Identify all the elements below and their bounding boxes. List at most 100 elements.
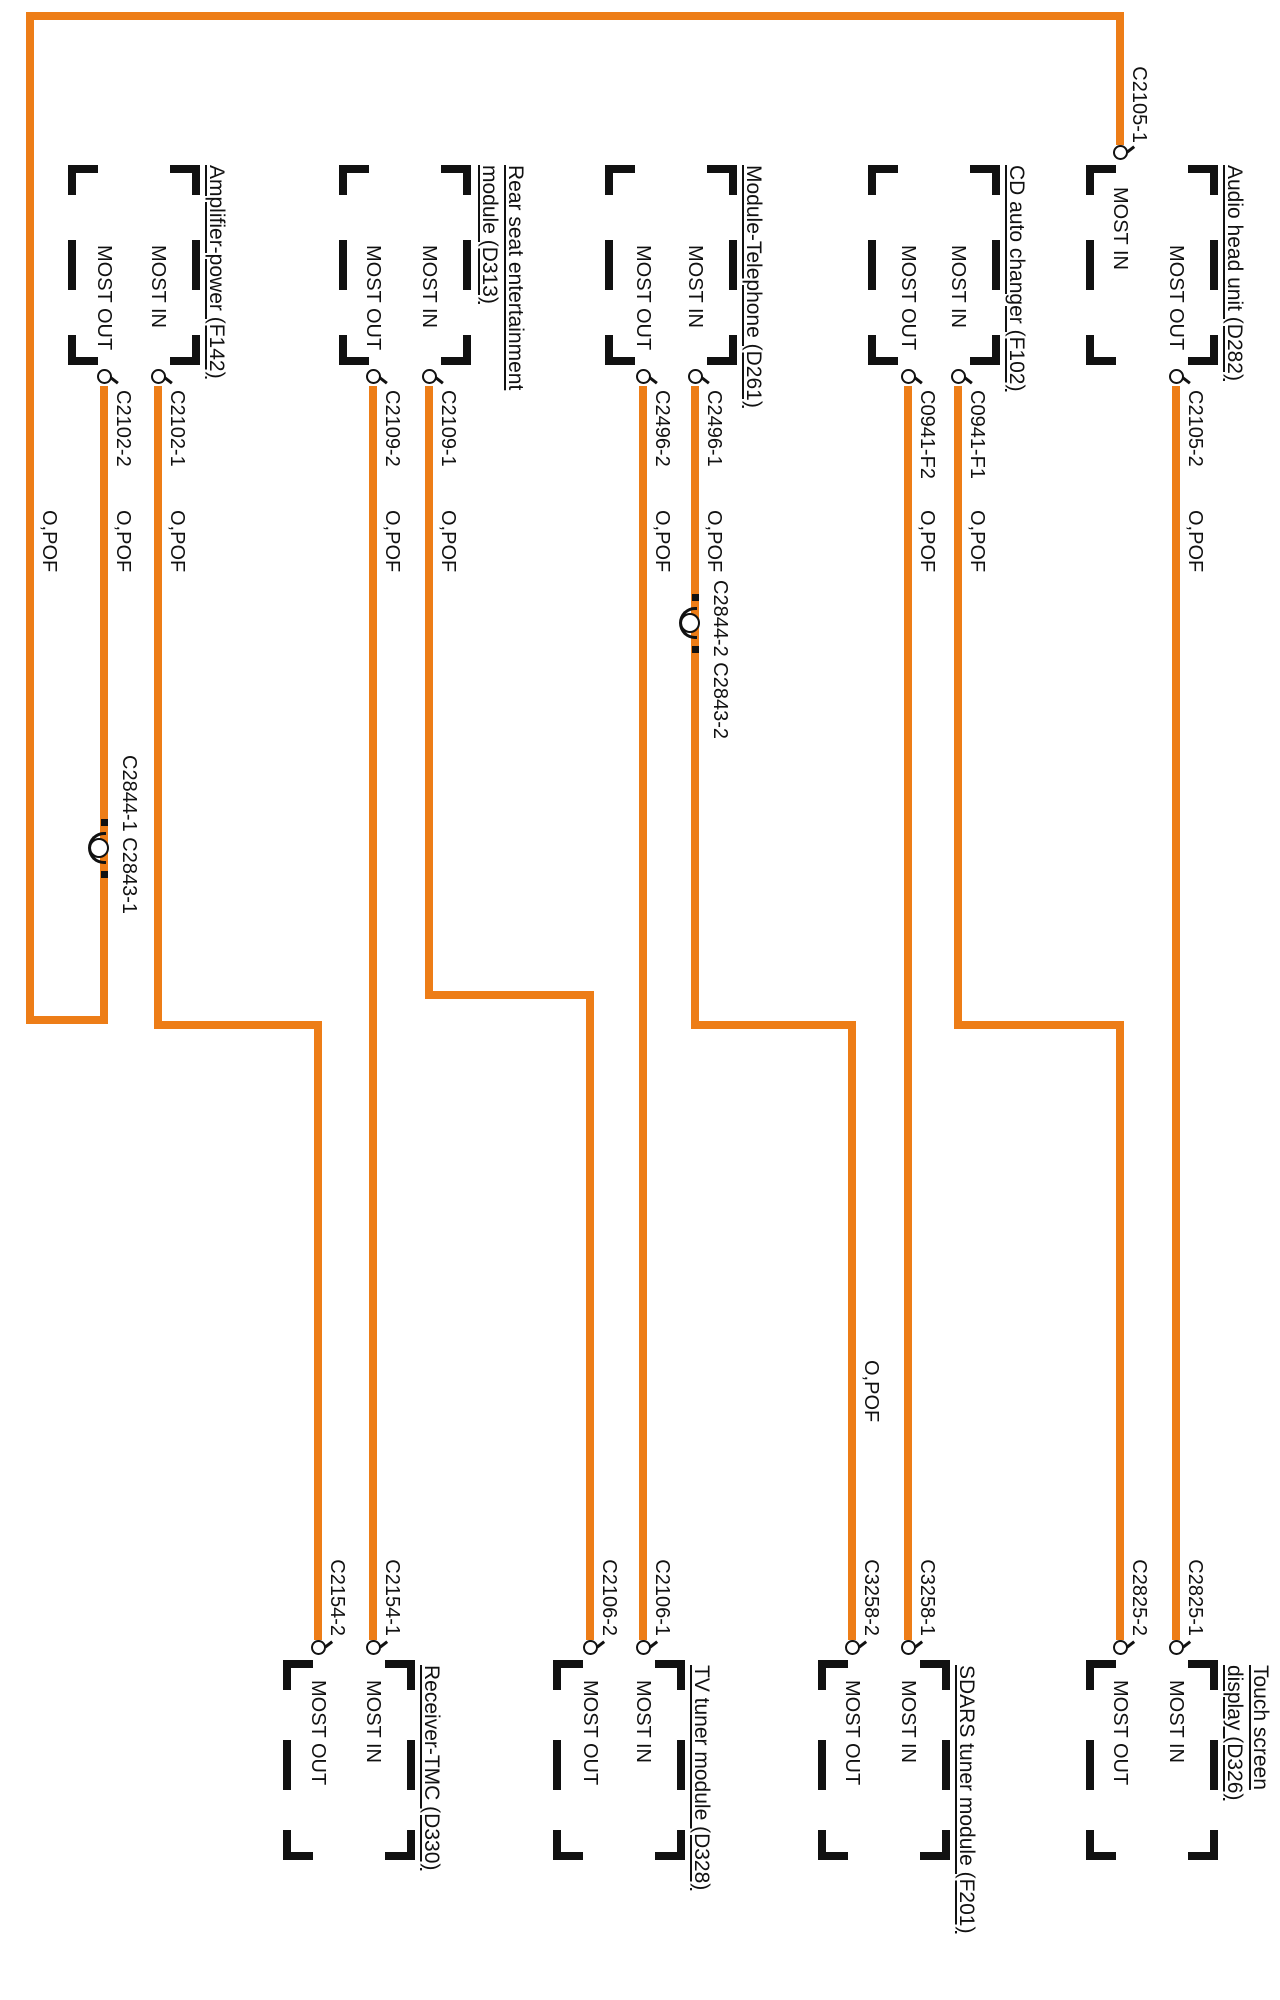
connector-circle-c2154-1 [366, 1640, 381, 1655]
inline-connector-arc [88, 832, 106, 864]
fiber-wire-ts-out-jog [954, 1021, 1124, 1029]
wire-label-opof: O,POF [166, 510, 188, 573]
box-edge-dash [942, 1740, 950, 1790]
port-label-tel-most-out: MOST OUT [632, 245, 654, 351]
connector-label-c2825-1: C2825-1 [1184, 1559, 1206, 1636]
connector-circle-c2825-2 [1113, 1640, 1128, 1655]
connector-circle-c2109-2 [366, 369, 381, 384]
box-edge-dash [283, 1740, 291, 1790]
fiber-wire-ring-jog-down [26, 1016, 108, 1024]
connector-label-c2154-1: C2154-1 [381, 1559, 403, 1636]
fiber-wire-amp-out-seg [100, 386, 108, 1024]
port-label-ts-most-out: MOST OUT [1109, 1680, 1131, 1786]
connector-circle-c2106-1 [636, 1640, 651, 1655]
box-corner [868, 165, 898, 195]
wire-label-opof: O,POF [916, 510, 938, 573]
box-corner [385, 1660, 415, 1690]
box-corner [170, 165, 200, 195]
port-label-ahu-most-out: MOST OUT [1165, 245, 1187, 351]
connector-circle-c2109-1 [422, 369, 437, 384]
connector-label-c2102-2: C2102-2 [112, 390, 134, 467]
inline-connector-pin [101, 819, 108, 826]
box-corner [655, 1830, 685, 1860]
connector-circle-c2102-2 [97, 369, 112, 384]
module-name-touch-screen-line1: Touch screen [1249, 1665, 1272, 1790]
fiber-wire-sdars-out-jog [691, 1021, 856, 1029]
module-name-sdars-tuner: SDARS tuner module (F201) [955, 1665, 978, 1934]
module-name-module-telephone: Module-Telephone (D261) [742, 165, 765, 408]
box-corner [283, 1830, 313, 1860]
connector-circle-c2105-2 [1169, 369, 1184, 384]
box-corner [68, 165, 98, 195]
fiber-wire-tel-in-seg [691, 386, 699, 1029]
port-label-sdars-most-out: MOST OUT [841, 1680, 863, 1786]
module-name-audio-head-unit: Audio head unit (D282) [1223, 165, 1246, 381]
box-edge-dash [605, 240, 613, 290]
wire-label-opof: O,POF [1184, 510, 1206, 573]
port-label-amp-most-in: MOST IN [147, 245, 169, 328]
fiber-wire-ring-left [26, 12, 1124, 20]
port-label-cd-most-out: MOST OUT [897, 245, 919, 351]
box-corner [553, 1830, 583, 1860]
box-corner [170, 335, 200, 365]
fiber-wire-tel-out-to-tv-in [639, 386, 647, 1640]
port-label-sdars-most-in: MOST IN [897, 1680, 919, 1763]
connector-circle-c2102-1 [151, 369, 166, 384]
box-edge-dash [1210, 1740, 1218, 1790]
fiber-wire-ts-out-seg [1116, 1025, 1124, 1640]
fiber-wire-rcv-out-jog [154, 1021, 322, 1029]
connector-label-c2496-2: C2496-2 [651, 390, 673, 467]
connector-circle-c3258-1 [901, 1640, 916, 1655]
fiber-wire-cd-in-seg [954, 386, 962, 1029]
box-edge-dash [68, 240, 76, 290]
box-corner [707, 335, 737, 365]
connector-circle-c2496-1 [688, 369, 703, 384]
box-corner [655, 1660, 685, 1690]
connector-circle-c2105-1 [1113, 145, 1128, 160]
port-label-tv-most-in: MOST IN [632, 1680, 654, 1763]
connector-label-c2496-1: C2496-1 [703, 390, 725, 467]
box-corner [1086, 1830, 1116, 1860]
inline-connector-label: C2844-2 C2843-2 [709, 580, 731, 739]
connector-label-c2109-2: C2109-2 [381, 390, 403, 467]
port-label-tel-most-in: MOST IN [684, 245, 706, 328]
wire-label-opof: O,POF [651, 510, 673, 573]
fiber-wire-cd-out-to-sdars-in [904, 386, 912, 1640]
box-edge-dash [553, 1740, 561, 1790]
box-corner [1188, 165, 1218, 195]
box-corner [441, 165, 471, 195]
connector-label-c2154-2: C2154-2 [326, 1559, 348, 1636]
box-corner [868, 335, 898, 365]
connector-circle-c2106-2 [583, 1640, 598, 1655]
fiber-wire-sdars-out-seg [848, 1025, 856, 1640]
module-name-tv-tuner: TV tuner module (D328) [690, 1665, 713, 1891]
box-edge-dash [818, 1740, 826, 1790]
module-name-rear-seat-line2: module (D313) [478, 165, 501, 304]
module-name-receiver-tmc: Receiver-TMC (D330) [420, 1665, 443, 1871]
box-corner [605, 165, 635, 195]
connector-label-c2109-1: C2109-1 [437, 390, 459, 467]
inline-connector-pin [692, 646, 699, 653]
connector-label-c2105-2: C2105-2 [1184, 390, 1206, 467]
fiber-wire-tv-out-seg [586, 995, 594, 1640]
box-corner [818, 1830, 848, 1860]
connector-label-c2825-2: C2825-2 [1128, 1559, 1150, 1636]
box-edge-dash [407, 1740, 415, 1790]
fiber-wire-rse-in-seg [425, 386, 433, 999]
module-name-touch-screen-line2: display (D326) [1223, 1665, 1246, 1801]
fiber-wire-tv-out-jog [425, 991, 594, 999]
box-corner [970, 335, 1000, 365]
wire-label-opof: O,POF [860, 1360, 882, 1423]
connector-circle-c3258-2 [845, 1640, 860, 1655]
box-corner [1086, 335, 1116, 365]
inline-connector-pin [101, 871, 108, 878]
wire-label-opof: O,POF [703, 510, 725, 573]
box-corner [339, 165, 369, 195]
fiber-wire-ring-to-ahu-in [1116, 12, 1124, 145]
port-label-tv-most-out: MOST OUT [579, 1680, 601, 1786]
box-edge-dash [677, 1740, 685, 1790]
inline-connector-label: C2844-1 C2843-1 [118, 755, 140, 914]
box-edge-dash [463, 240, 471, 290]
port-label-rcv-most-in: MOST IN [362, 1680, 384, 1763]
